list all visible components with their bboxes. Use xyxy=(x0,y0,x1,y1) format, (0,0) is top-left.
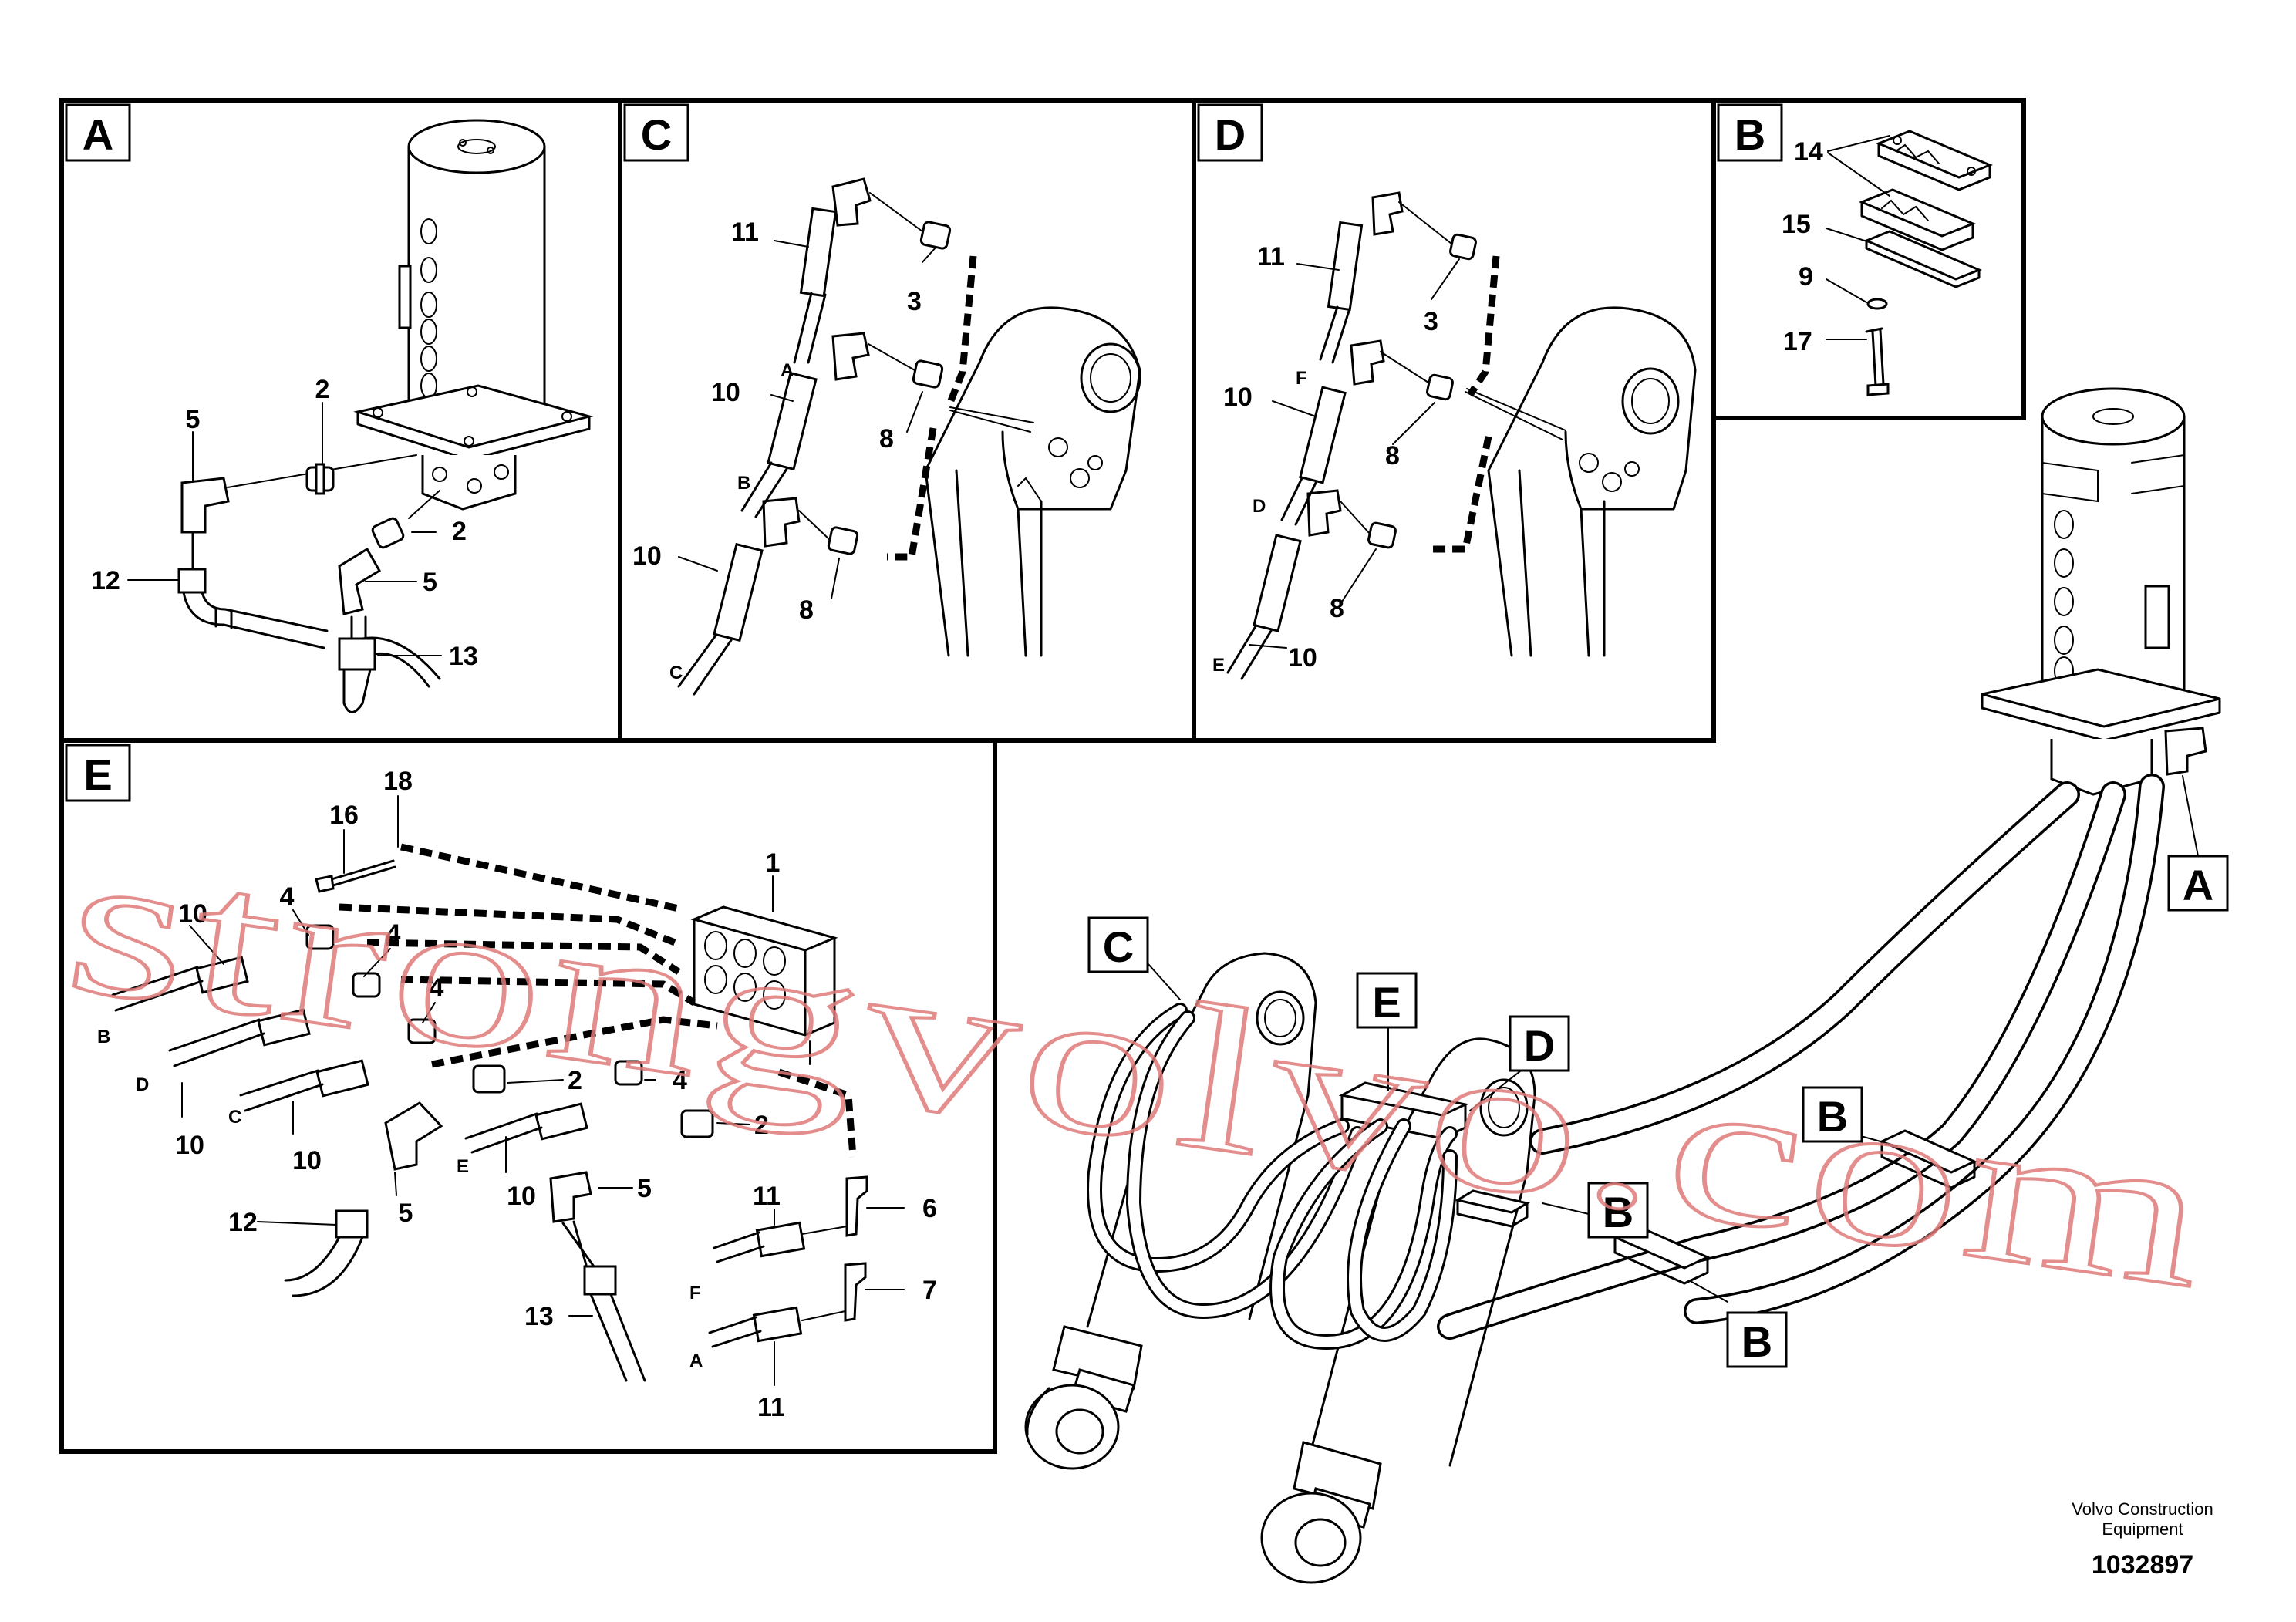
panel-e-drawing xyxy=(111,795,905,1386)
company-line-1: Volvo Construction xyxy=(2072,1499,2213,1519)
svg-text:5: 5 xyxy=(637,1174,652,1203)
svg-text:14: 14 xyxy=(1794,137,1823,167)
svg-text:C: C xyxy=(641,110,672,159)
svg-text:10: 10 xyxy=(1288,643,1317,673)
svg-text:B: B xyxy=(1735,110,1765,159)
svg-text:3: 3 xyxy=(907,287,922,316)
panel-frames xyxy=(59,98,2026,1454)
svg-text:15: 15 xyxy=(1782,210,1811,239)
svg-text:E: E xyxy=(1212,655,1225,676)
svg-text:B: B xyxy=(737,473,750,494)
svg-text:2: 2 xyxy=(315,375,330,404)
svg-text:16: 16 xyxy=(329,801,359,830)
svg-text:10: 10 xyxy=(1223,383,1253,412)
svg-text:1: 1 xyxy=(766,848,781,878)
svg-text:B: B xyxy=(1741,1317,1772,1366)
panel-tag-c: C xyxy=(623,103,689,162)
svg-text:E: E xyxy=(83,750,112,799)
svg-text:10: 10 xyxy=(175,1131,204,1160)
footer-block: Volvo Construction Equipment 1032897 xyxy=(2072,1499,2213,1580)
svg-text:E: E xyxy=(1372,978,1401,1027)
panel-tag-e: E xyxy=(65,744,131,802)
svg-text:F: F xyxy=(689,1283,701,1303)
svg-text:D: D xyxy=(1524,1021,1555,1070)
svg-text:13: 13 xyxy=(449,642,478,671)
svg-text:11: 11 xyxy=(757,1393,785,1422)
panel-b-callouts: 14 15 9 17 xyxy=(1782,137,1823,356)
svg-text:2: 2 xyxy=(754,1111,769,1140)
svg-text:2: 2 xyxy=(568,1066,582,1095)
panel-c-drawing xyxy=(677,177,1141,696)
svg-text:8: 8 xyxy=(1330,594,1344,623)
panel-a-callouts: 5 2 2 5 12 13 xyxy=(91,375,478,671)
svg-text:A: A xyxy=(689,1351,703,1371)
main-assembly-drawing xyxy=(1024,387,2221,1584)
panel-d-callouts: 11 3 10 8 8 10 F D E xyxy=(1212,242,1438,676)
svg-text:D: D xyxy=(1253,496,1266,517)
svg-text:F: F xyxy=(1296,368,1307,389)
svg-text:11: 11 xyxy=(731,218,759,247)
panel-d-drawing xyxy=(1226,191,1697,680)
company-line-2: Equipment xyxy=(2102,1519,2183,1539)
svg-text:4: 4 xyxy=(280,882,295,912)
svg-text:A: A xyxy=(2183,861,2213,909)
svg-text:2: 2 xyxy=(452,517,467,546)
svg-text:5: 5 xyxy=(186,405,201,434)
svg-text:B: B xyxy=(1603,1188,1633,1236)
svg-text:10: 10 xyxy=(178,899,207,929)
svg-text:11: 11 xyxy=(1257,242,1285,271)
svg-text:11: 11 xyxy=(753,1182,781,1211)
svg-text:10: 10 xyxy=(711,378,740,407)
panel-e-callouts: 18 16 1 4 4 4 4 10 10 10 10 2 2 5 5 12 1… xyxy=(97,767,937,1422)
svg-text:8: 8 xyxy=(1385,441,1400,470)
svg-text:4: 4 xyxy=(673,1066,687,1095)
svg-text:D: D xyxy=(136,1074,149,1095)
panel-b-drawing xyxy=(1826,130,1993,396)
svg-text:13: 13 xyxy=(524,1302,554,1331)
svg-text:4: 4 xyxy=(386,919,401,949)
svg-text:8: 8 xyxy=(879,424,894,454)
svg-text:10: 10 xyxy=(507,1182,536,1211)
panel-tag-a: A xyxy=(65,103,131,162)
svg-text:3: 3 xyxy=(1424,307,1438,336)
panel-a-drawing xyxy=(127,119,594,713)
svg-text:D: D xyxy=(1215,110,1246,159)
svg-text:5: 5 xyxy=(399,1199,413,1228)
drawing-number: 1032897 xyxy=(2092,1550,2193,1580)
svg-text:B: B xyxy=(97,1027,110,1047)
svg-text:12: 12 xyxy=(91,566,120,595)
svg-text:B: B xyxy=(1817,1092,1848,1141)
panel-c-callouts: 11 3 10 8 10 8 A B C xyxy=(632,218,922,683)
svg-text:A: A xyxy=(781,360,794,381)
svg-text:10: 10 xyxy=(292,1146,322,1175)
svg-text:A: A xyxy=(83,110,113,159)
svg-text:7: 7 xyxy=(922,1276,937,1305)
svg-text:12: 12 xyxy=(228,1208,258,1237)
svg-text:8: 8 xyxy=(799,595,814,625)
panel-tag-d: D xyxy=(1197,103,1263,162)
svg-text:6: 6 xyxy=(922,1194,937,1223)
svg-text:C: C xyxy=(228,1107,241,1128)
svg-text:17: 17 xyxy=(1783,327,1812,356)
svg-text:4: 4 xyxy=(430,973,444,1003)
svg-text:18: 18 xyxy=(383,767,413,796)
svg-text:C: C xyxy=(669,663,683,683)
main-callouts: C E D A B B B xyxy=(1087,855,2229,1368)
panel-tag-b: B xyxy=(1717,103,1783,162)
svg-text:E: E xyxy=(457,1156,469,1177)
svg-text:C: C xyxy=(1103,922,1134,971)
svg-text:5: 5 xyxy=(423,568,437,597)
svg-text:10: 10 xyxy=(632,541,662,571)
svg-text:9: 9 xyxy=(1799,262,1813,292)
